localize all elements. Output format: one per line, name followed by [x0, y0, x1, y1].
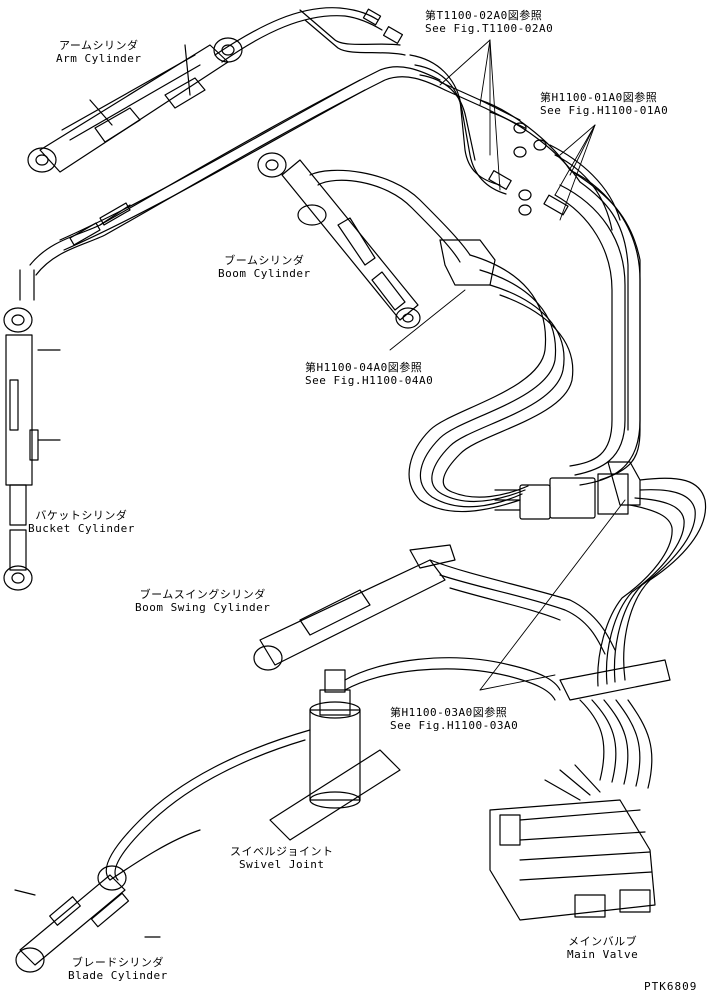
- blade-cylinder-label-en: Blade Cylinder: [68, 969, 168, 982]
- ref-h1100-01a0: 第H1100-01A0図参照 See Fig.H1100-01A0: [540, 91, 668, 117]
- bucket-cylinder-label-en: Bucket Cylinder: [28, 522, 135, 535]
- bucket-hoses: [19, 66, 446, 301]
- bucket-cylinder-label: バケットシリンダ Bucket Cylinder: [28, 509, 135, 535]
- blade-cylinder-label: ブレードシリンダ Blade Cylinder: [68, 956, 168, 982]
- swivel-joint-label-jp: スイベルジョイント: [230, 845, 334, 858]
- bucket-cylinder-drawing: [3, 307, 61, 591]
- drawing-number: PTK6809: [644, 980, 698, 993]
- ref-t1100-02a0: 第T1100-02A0図参照 See Fig.T1100-02A0: [425, 9, 553, 35]
- arm-cylinder-label-en: Arm Cylinder: [56, 52, 142, 65]
- boom-cylinder-label-en: Boom Cylinder: [218, 267, 311, 280]
- leader-lines: [389, 39, 626, 691]
- ref-h1100-01a0-en: See Fig.H1100-01A0: [540, 104, 669, 117]
- ref-h1100-03a0-en: See Fig.H1100-03A0: [390, 719, 519, 732]
- boom-swing-cylinder-label: ブームスイングシリンダ Boom Swing Cylinder: [135, 588, 270, 614]
- main-valve-label-jp: メインバルブ: [568, 935, 638, 948]
- ref-t1100-02a0-en: See Fig.T1100-02A0: [425, 22, 554, 35]
- arm-cylinder-label: アームシリンダ Arm Cylinder: [56, 39, 141, 65]
- boom-cylinder-label: ブームシリンダ Boom Cylinder: [218, 254, 311, 280]
- arm-cylinder-label-jp: アームシリンダ: [58, 39, 139, 52]
- ref-h1100-01a0-jp: 第H1100-01A0図参照: [540, 91, 658, 104]
- arm-cylinder-drawing: [27, 37, 243, 173]
- boom-swing-cylinder-label-jp: ブームスイングシリンダ: [139, 588, 266, 601]
- boom-swing-cylinder-label-en: Boom Swing Cylinder: [135, 601, 271, 614]
- blade-cylinder-drawing: [14, 829, 201, 973]
- ref-h1100-03a0: 第H1100-03A0図参照 See Fig.H1100-03A0: [390, 706, 518, 732]
- upper-pipes: [409, 54, 641, 481]
- boom-swing-cylinder-drawing: [253, 544, 616, 671]
- bucket-cylinder-label-jp: バケットシリンダ: [35, 509, 128, 522]
- swivel-joint-label-en: Swivel Joint: [239, 858, 325, 871]
- ref-t1100-02a0-jp: 第T1100-02A0図参照: [425, 9, 543, 22]
- ref-h1100-04a0-jp: 第H1100-04A0図参照: [305, 361, 423, 374]
- arm-hoses: [214, 7, 406, 63]
- boom-cylinder-label-jp: ブームシリンダ: [224, 254, 305, 267]
- ref-h1100-04a0-en: See Fig.H1100-04A0: [305, 374, 434, 387]
- coupling-block: [494, 461, 707, 687]
- right-pipe-loops: [554, 169, 641, 486]
- ref-h1100-03a0-jp: 第H1100-03A0図参照: [390, 706, 508, 719]
- swivel-joint-label: スイベルジョイント Swivel Joint: [230, 845, 334, 871]
- ref-h1100-04a0: 第H1100-04A0図参照 See Fig.H1100-04A0: [305, 361, 433, 387]
- main-valve-drawing: [489, 659, 671, 921]
- swivel-joint-drawing: [105, 657, 561, 881]
- main-valve-label: メインバルブ Main Valve: [567, 935, 638, 961]
- main-valve-label-en: Main Valve: [567, 948, 639, 961]
- blade-cylinder-label-jp: ブレードシリンダ: [71, 956, 164, 969]
- boom-cylinder-drawing: [257, 152, 574, 513]
